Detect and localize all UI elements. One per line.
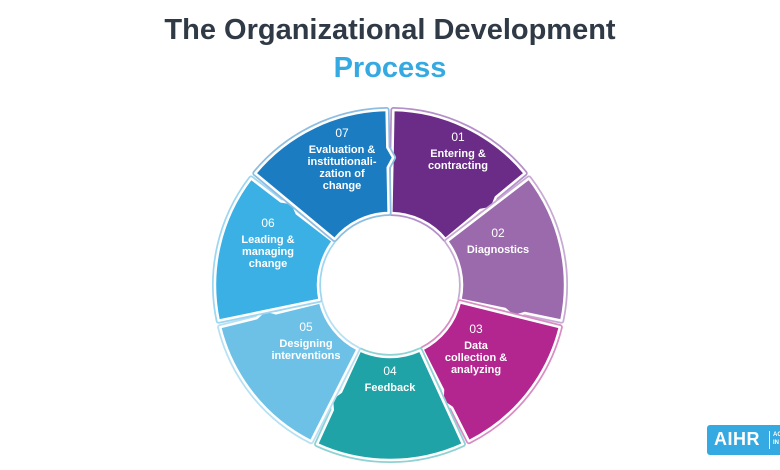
step-04-segment [315, 349, 465, 462]
step-01-number: 01 [451, 130, 465, 144]
step-07-segment [254, 108, 395, 241]
step-02-segment [445, 177, 567, 322]
step-06-label-line: managing [242, 246, 294, 258]
step-06-number: 06 [261, 216, 275, 230]
step-04-label-line: Feedback [365, 382, 417, 394]
step-07-label-line: Evaluation & [309, 144, 376, 156]
step-07-label-line: institutionali- [307, 156, 376, 168]
step-04-number: 04 [383, 364, 397, 378]
step-03-label-line: collection & [445, 352, 507, 364]
step-03-number: 03 [469, 322, 483, 336]
step-05-label-line: interventions [271, 350, 340, 362]
step-05-segment [218, 301, 359, 443]
step-07-label-line: zation of [319, 168, 365, 180]
logo-text: AIHR [714, 429, 760, 449]
logo-divider [769, 431, 770, 449]
step-03-segment [421, 301, 562, 443]
diagram-title: The Organizational Development [164, 14, 616, 46]
step-02-label-line: Diagnostics [467, 244, 529, 256]
step-01-label-line: Entering & [430, 148, 486, 160]
step-03-label-line: Data [464, 340, 489, 352]
step-06-label-line: Leading & [241, 234, 294, 246]
step-02-number: 02 [491, 226, 505, 240]
step-07-label-line: change [323, 180, 362, 192]
step-05-label-line: Designing [279, 338, 332, 350]
step-05-number: 05 [299, 320, 313, 334]
step-01-label-line: contracting [428, 160, 488, 172]
step-06-label-line: change [249, 258, 288, 270]
step-03-label-line: analyzing [451, 364, 501, 376]
diagram-subtitle: Process [333, 52, 447, 84]
step-06-segment [213, 177, 335, 322]
step-07-number: 07 [335, 126, 349, 140]
